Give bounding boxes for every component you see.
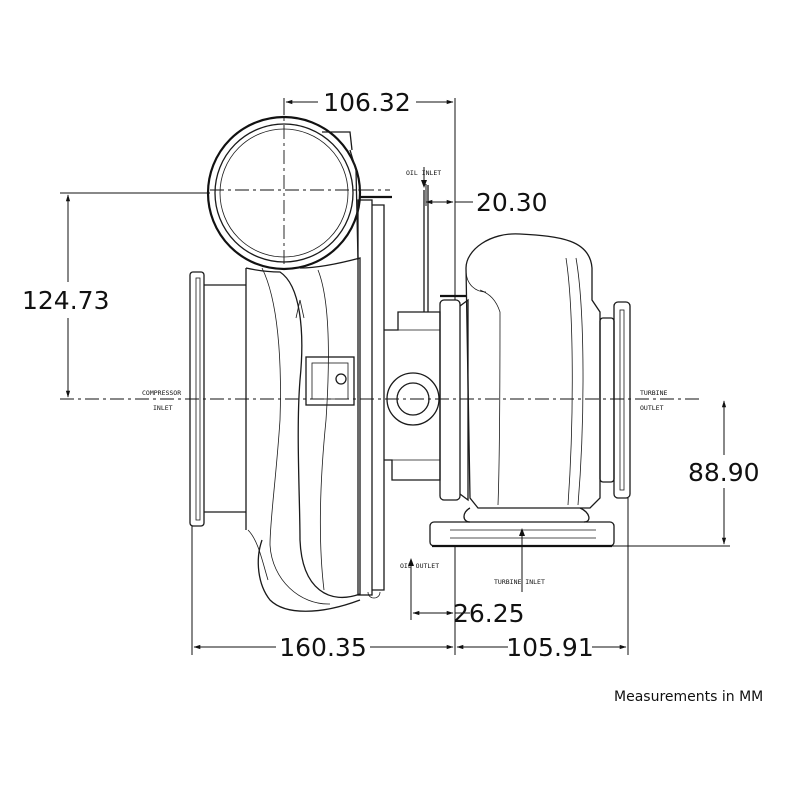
dim-106-32: 106.32 xyxy=(283,88,456,300)
dim-20-30-value: 20.30 xyxy=(476,188,548,217)
dim-105-91-value: 105.91 xyxy=(506,633,593,662)
center-housing xyxy=(384,185,466,481)
oil-inlet-label: OIL INLET xyxy=(406,169,441,177)
dim-88-90: 88.90 xyxy=(612,400,760,547)
oil-port xyxy=(386,372,440,426)
compressor-inlet-label-line1: COMPRESSOR xyxy=(142,389,181,397)
dim-26-25-value: 26.25 xyxy=(453,599,525,628)
dim-106-32-value: 106.32 xyxy=(323,88,410,117)
turbine-outlet-callout: TURBINE OUTLET xyxy=(640,389,667,412)
compressor-inlet-flange xyxy=(189,271,205,527)
turbine-outlet-label-line2: OUTLET xyxy=(640,404,664,412)
dim-overall-length: 160.35 105.91 xyxy=(191,498,629,662)
oil-outlet-callout: OIL OUTLET xyxy=(400,558,439,582)
compressor-inlet-label-line2: INLET xyxy=(153,404,173,412)
dim-124-73-value: 124.73 xyxy=(22,286,109,315)
dim-20-30: 20.30 xyxy=(425,184,548,217)
turbine-outlet-flange xyxy=(613,301,631,499)
compressor-backplate xyxy=(357,199,373,596)
turbine-inlet-label: TURBINE INLET xyxy=(494,578,545,586)
dim-160-35-value: 160.35 xyxy=(279,633,366,662)
dim-26-25: 26.25 xyxy=(410,546,525,628)
compressor-housing xyxy=(189,115,392,612)
turbine-housing xyxy=(429,233,631,548)
units-note: Measurements in MM xyxy=(614,689,764,705)
turbine-outlet-label-line1: TURBINE xyxy=(640,389,667,397)
actuator-bracket xyxy=(305,356,355,406)
dim-124-73: 124.73 xyxy=(22,192,210,398)
oil-outlet-label: OIL OUTLET xyxy=(400,562,439,570)
compressor-inlet-callout: COMPRESSOR INLET xyxy=(142,389,181,412)
oil-inlet-callout: OIL INLET xyxy=(406,167,441,188)
dim-88-90-value: 88.90 xyxy=(688,458,760,487)
turbine-inlet-callout: TURBINE INLET xyxy=(494,528,545,592)
